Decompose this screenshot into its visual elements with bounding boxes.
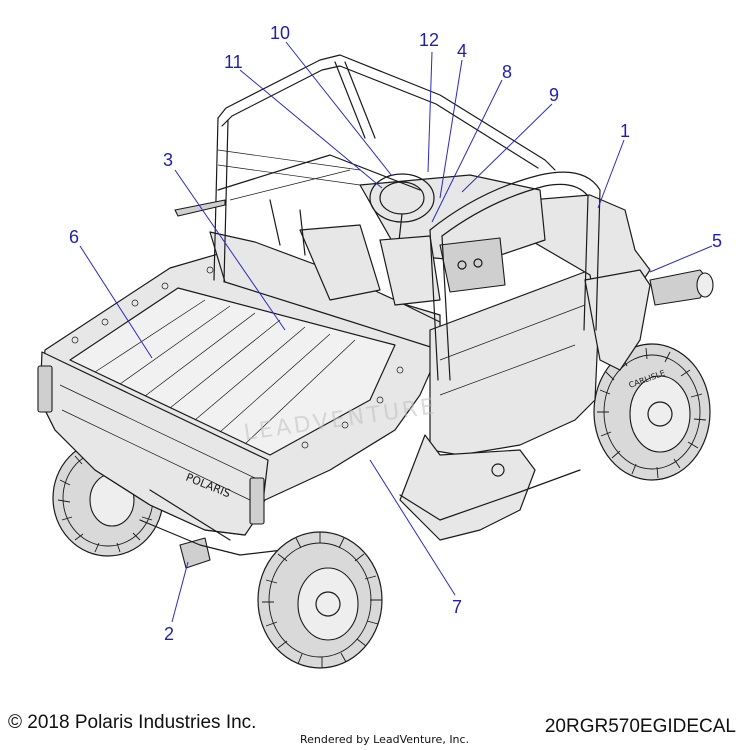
callout-2[interactable]: 2: [164, 624, 174, 644]
copyright-text: © 2018 Polaris Industries Inc.: [8, 712, 257, 733]
callout-7[interactable]: 7: [452, 597, 462, 617]
callout-5[interactable]: 5: [712, 231, 722, 251]
callout-9[interactable]: 9: [549, 85, 559, 105]
part-code: 20RGR570EGIDECAL: [544, 716, 736, 737]
leader-8: [431, 79, 503, 223]
rendered-by-text: Rendered by LeadVenture, Inc.: [300, 733, 470, 746]
callout-8[interactable]: 8: [502, 62, 512, 82]
front-right-wheel: CARLISLE: [593, 343, 711, 481]
leader-9: [461, 103, 553, 193]
callout-6[interactable]: 6: [69, 227, 79, 247]
callout-12[interactable]: 12: [419, 30, 439, 50]
leader-7: [369, 459, 456, 596]
leader-4: [439, 59, 463, 199]
leader-lines: [79, 41, 713, 623]
leader-12: [427, 51, 433, 173]
leader-10: [285, 41, 393, 177]
callout-4[interactable]: 4: [457, 41, 467, 61]
vehicle-illustration: CARLISLE POLARIS: [37, 54, 714, 669]
rear-right-wheel: [257, 531, 383, 669]
cargo-bed: POLARIS: [37, 251, 441, 536]
callout-labels: 1 2 3 4 5 6 7 8 9 10 11 12: [69, 23, 722, 644]
leader-6: [79, 245, 153, 359]
rear-hitch: [139, 489, 301, 569]
callout-1[interactable]: 1: [620, 121, 630, 141]
leader-1: [597, 139, 625, 209]
callout-3[interactable]: 3: [163, 150, 173, 170]
leader-11: [239, 69, 383, 189]
callout-11[interactable]: 11: [224, 52, 243, 72]
callout-10[interactable]: 10: [270, 23, 290, 43]
leader-2: [171, 561, 189, 623]
leader-3: [174, 169, 286, 331]
leader-5: [649, 245, 713, 273]
